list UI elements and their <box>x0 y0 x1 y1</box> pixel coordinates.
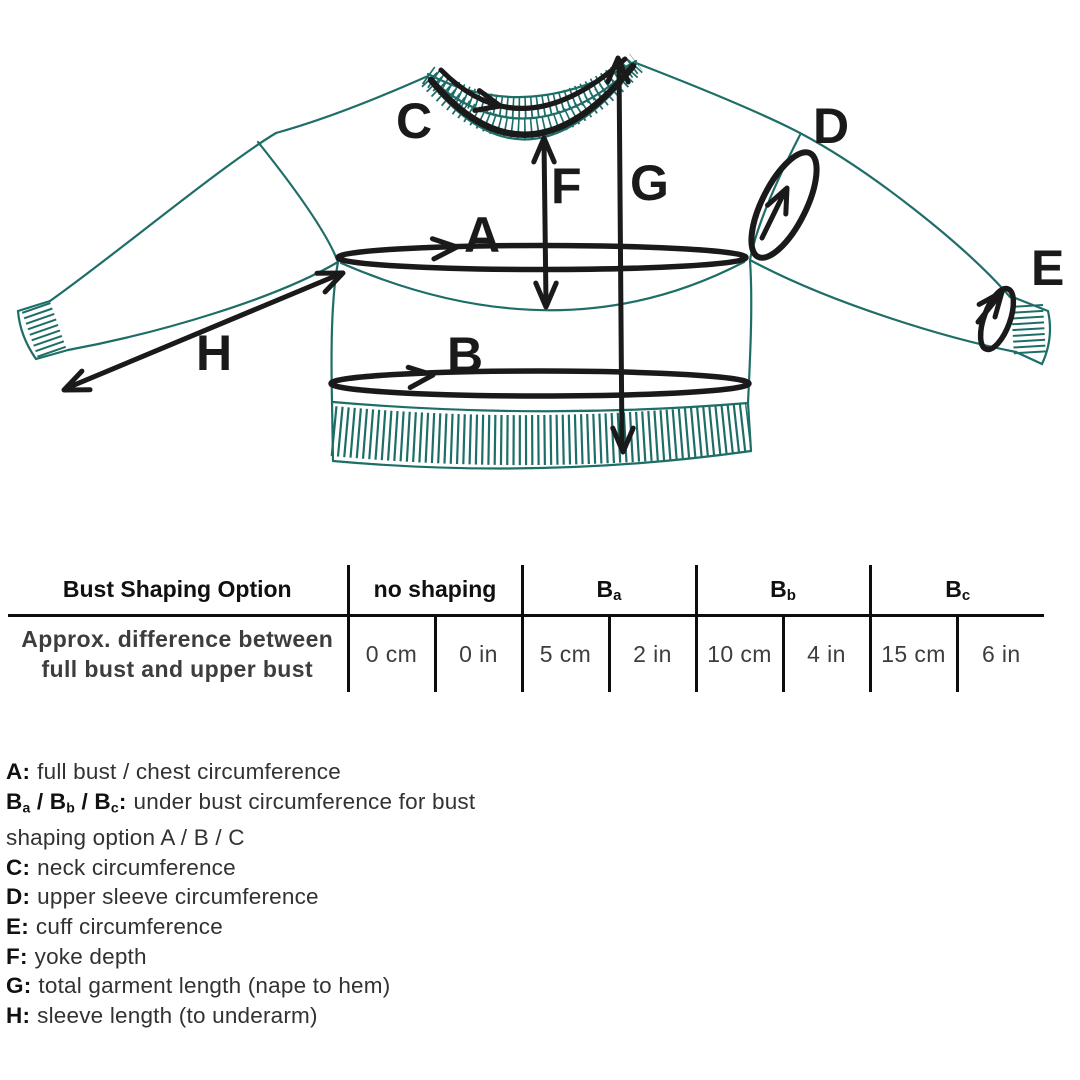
sweater-outline <box>16 53 1052 470</box>
arrowhead <box>610 425 636 455</box>
underbust-ellipse <box>328 368 752 399</box>
right-shoulder <box>634 61 802 135</box>
measure-d-upper-sleeve <box>748 149 820 261</box>
legend-text: sleeve length (to underarm) <box>37 1003 318 1029</box>
legend-key: G: <box>6 973 32 999</box>
arrowhead <box>765 185 790 217</box>
legend-key: E: <box>6 914 29 940</box>
left-cuff <box>16 299 70 361</box>
legend-key: D: <box>6 884 31 910</box>
label-e: E <box>1031 240 1064 296</box>
header-bust-shaping-option: Bust Shaping Option <box>8 565 348 617</box>
bust-shaping-table: Bust Shaping Option no shaping Ba Bb Bc … <box>8 565 1045 692</box>
left-shoulder <box>274 74 430 135</box>
label-f: F <box>551 158 582 214</box>
value-cell: 15 cm <box>868 615 958 692</box>
measure-b-underbust <box>328 364 752 399</box>
value-cell: 6 in <box>955 615 1045 692</box>
upper-sleeve-ellipse <box>748 149 820 261</box>
measure-f-yoke-depth <box>531 135 559 310</box>
arrowhead <box>61 368 93 393</box>
value-cell: 2 in <box>607 615 697 692</box>
legend-text: cuff circumference <box>35 914 223 940</box>
label-g: G <box>630 155 669 211</box>
legend-key: F: <box>6 943 28 969</box>
legend-item-h: H:sleeve length (to underarm) <box>6 1001 554 1031</box>
header-option-ba: Ba <box>520 565 697 617</box>
measure-e-cuff <box>975 285 1017 353</box>
legend-item-a: A:full bust / chest circumference <box>6 757 554 787</box>
label-c: C <box>396 93 432 149</box>
value-cell: 4 in <box>781 615 871 692</box>
legend-key: C: <box>6 854 31 880</box>
arrowhead <box>429 236 460 262</box>
header-option-bc: Bc <box>868 565 1045 617</box>
label-a: A <box>464 207 500 263</box>
legend-text: upper sleeve circumference <box>37 884 319 910</box>
left-cuff-ribbing <box>21 302 67 358</box>
table-header-row: Bust Shaping Option no shaping Ba Bb Bc <box>8 565 1045 617</box>
measure-a-bust <box>335 236 749 273</box>
label-h: H <box>196 325 232 381</box>
label-b: B <box>447 327 483 383</box>
yoke-seam <box>339 260 746 312</box>
arrowhead <box>531 135 557 165</box>
arrowhead <box>533 280 559 310</box>
legend-item-d: D:upper sleeve circumference <box>6 882 554 912</box>
value-cell: 5 cm <box>520 615 610 692</box>
arrowhead <box>472 88 503 113</box>
bust-ellipse <box>335 242 749 273</box>
right-sleeve <box>798 131 1012 299</box>
value-cell: 0 cm <box>346 615 435 692</box>
measure-g-garment-length <box>605 55 636 455</box>
value-cell: 0 in <box>433 615 523 692</box>
hem-ribbing <box>330 402 752 466</box>
legend-item-e: E:cuff circumference <box>6 912 554 942</box>
left-sleeve <box>48 131 278 303</box>
legend-text: full bust / chest circumference <box>37 759 341 784</box>
legend-item-g: G:total garment length (nape to hem) <box>6 971 554 1001</box>
right-cuff <box>1008 294 1052 366</box>
legend-item-f: F:yoke depth <box>6 942 554 972</box>
value-cell: 10 cm <box>694 615 784 692</box>
legend-key: A: <box>6 759 31 784</box>
table-value-row: Approx. difference between full bust and… <box>8 615 1045 692</box>
arrowhead <box>405 364 436 390</box>
body-right-edge <box>746 258 753 405</box>
hem <box>331 400 750 413</box>
measure-c-neck <box>427 56 637 138</box>
sweater-schematic: C A B F G D E H <box>16 53 1064 470</box>
measurement-legend: A:full bust / chest circumference Ba / B… <box>6 757 554 1031</box>
arrowhead <box>605 55 631 85</box>
label-d: D <box>813 98 849 154</box>
legend-text: yoke depth <box>34 943 147 969</box>
measure-h-sleeve-length <box>61 270 346 393</box>
header-no-shaping: no shaping <box>346 565 523 617</box>
header-option-bb: Bb <box>694 565 871 617</box>
legend-text: neck circumference <box>37 854 236 880</box>
legend-item-c: C:neck circumference <box>6 853 554 883</box>
legend-text: under bust circumference for bust shapin… <box>6 788 476 850</box>
right-cuff-ribbing <box>1011 304 1046 357</box>
legend-key: Ba / Bb / Bc: <box>6 788 127 816</box>
arrowhead <box>314 270 346 295</box>
legend-item-b: Ba / Bb / Bc:under bust circumference fo… <box>6 787 554 853</box>
legend-key: H: <box>6 1003 31 1029</box>
arrowhead <box>976 289 1005 320</box>
legend-text: total garment length (nape to hem) <box>38 973 391 999</box>
row-label: Approx. difference between full bust and… <box>21 626 334 682</box>
measurement-marks <box>61 55 1017 455</box>
measure-labels: C A B F G D E H <box>196 93 1064 383</box>
